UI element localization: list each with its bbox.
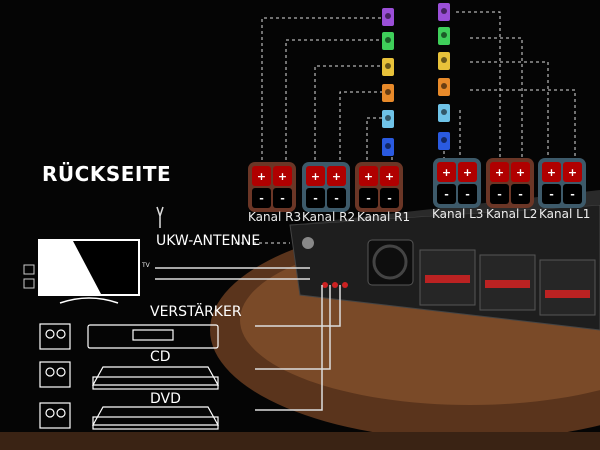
rca-jack-icon	[39, 361, 71, 388]
speaker-icon	[438, 78, 450, 96]
rca-jack-icon	[39, 402, 71, 429]
channel-label-r1: Kanal R1	[357, 210, 411, 224]
speaker-icon	[438, 3, 450, 21]
speaker-icon	[382, 138, 394, 156]
terminal-l3: ++--	[433, 158, 481, 208]
device-label-cd: CD	[150, 349, 171, 365]
speaker-icon	[438, 52, 450, 70]
antenna-icon	[156, 206, 164, 228]
terminal-r3: ++--	[248, 162, 296, 212]
device-label-amplifier: VERSTÄRKER	[150, 304, 242, 320]
tv-icon	[23, 239, 140, 304]
channel-label-l2: Kanal L2	[486, 207, 538, 221]
speaker-icon	[382, 58, 394, 76]
speaker-icon	[438, 27, 450, 45]
channel-label-l3: Kanal L3	[432, 207, 484, 221]
device-label-dvd: DVD	[150, 391, 181, 407]
terminal-r2: ++--	[302, 162, 350, 212]
terminal-l2: ++--	[486, 158, 534, 208]
antenna-label: UKW-ANTENNE	[156, 233, 261, 249]
terminal-r1: ++--	[355, 162, 403, 212]
speaker-icon	[438, 132, 450, 150]
rca-jack-icon	[39, 323, 71, 350]
amplifier-device-icon	[87, 324, 219, 349]
speaker-icon	[382, 84, 394, 102]
speaker-terminals-strip	[425, 275, 590, 298]
antenna-jack	[302, 237, 314, 249]
page-title: RÜCKSEITE	[42, 162, 172, 186]
channel-label-r3: Kanal R3	[248, 210, 302, 224]
cd-player-icon	[91, 366, 220, 390]
speaker-icon	[382, 110, 394, 128]
terminal-l1: ++--	[538, 158, 586, 208]
speaker-icon	[382, 8, 394, 26]
speaker-icon	[382, 32, 394, 50]
tv-port-label: TV	[142, 262, 150, 269]
channel-label-r2: Kanal R2	[302, 210, 356, 224]
channel-label-l1: Kanal L1	[539, 207, 591, 221]
dvd-player-icon	[91, 406, 220, 430]
speaker-icon	[438, 104, 450, 122]
